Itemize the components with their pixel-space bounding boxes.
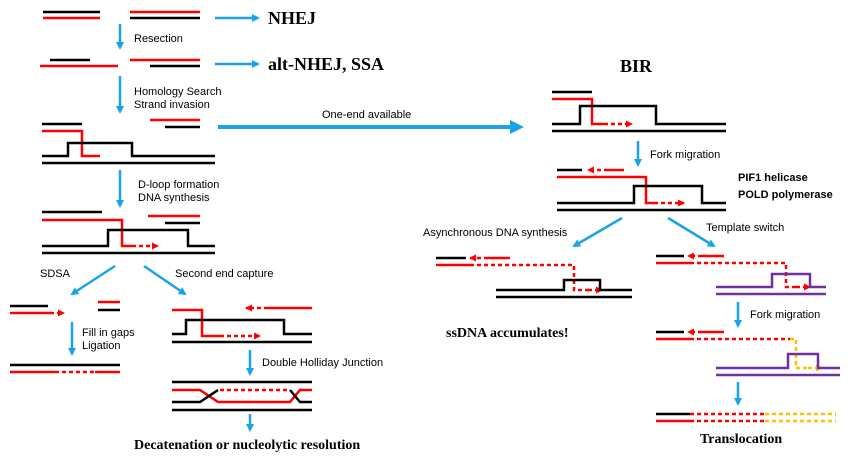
bir-migration-dna — [557, 166, 726, 212]
template-switch-migration-dna — [656, 328, 840, 377]
sdsa-label: SDSA — [40, 268, 71, 280]
fill-gaps-label: Fill in gaps — [82, 327, 135, 339]
pold-label: POLD polymerase — [738, 189, 833, 201]
arrow-template-switch — [667, 216, 716, 248]
resection-label: Resection — [134, 33, 183, 45]
arrow-second-end — [143, 264, 187, 296]
resected-dna — [40, 58, 200, 68]
homology-search-label: Homology Search — [134, 86, 221, 98]
template-switch-dna — [656, 252, 826, 296]
strand-invasion-label: Strand invasion — [134, 99, 210, 111]
fork-migration-label: Fork migration — [650, 149, 720, 161]
resolution-label: Decatenation or nucleolytic resolution — [134, 438, 360, 453]
sdsa-dna — [10, 300, 120, 317]
async-dna — [436, 254, 632, 299]
broken-dna-nhej — [43, 10, 200, 20]
arrow-sdsa — [70, 264, 116, 296]
bir-label: BIR — [620, 56, 653, 76]
pif1-label: PIF1 helicase — [738, 172, 808, 184]
dna-synthesis-label: DNA synthesis — [138, 192, 210, 204]
arrow-async — [572, 216, 623, 248]
dhj-label: Double Holliday Junction — [262, 357, 383, 369]
ligation-label: Ligation — [82, 340, 121, 352]
sdsa-product — [10, 363, 120, 374]
bir-invasion-dna — [552, 90, 726, 133]
one-end-label: One-end available — [322, 109, 411, 121]
async-label: Asynchronous DNA synthesis — [423, 227, 568, 239]
nhej-label: NHEJ — [268, 8, 316, 28]
fork-migration-2-label: Fork migration — [750, 309, 820, 321]
ssdna-label: ssDNA accumulates! — [446, 326, 569, 341]
dloop-dna — [42, 210, 215, 255]
second-end-dna — [172, 304, 312, 344]
alt-nhej-label: alt-NHEJ, SSA — [268, 54, 384, 74]
dhj-dna — [172, 380, 312, 412]
translocation-dna — [656, 412, 836, 423]
second-end-label: Second end capture — [175, 268, 273, 280]
dloop-label: D-loop formation — [138, 179, 219, 191]
strand-invasion-dna — [42, 118, 215, 165]
translocation-label: Translocation — [700, 432, 782, 447]
template-switch-label: Template switch — [706, 222, 784, 234]
